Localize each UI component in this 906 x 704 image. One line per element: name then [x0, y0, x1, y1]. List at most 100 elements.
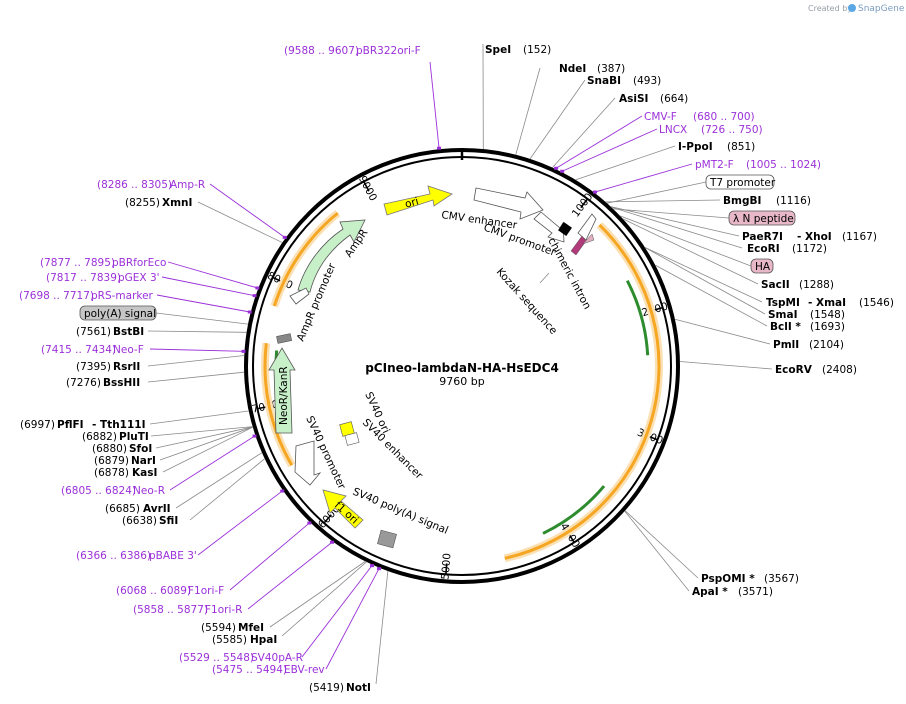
primer-pbrforeco-range: (7877 .. 7895)	[40, 257, 115, 269]
ori-arrow[interactable]	[383, 185, 453, 216]
site-leader	[655, 264, 768, 327]
site-noti-pos: (5419)	[309, 682, 344, 694]
chimeric-intron-label: chimeric intron	[545, 236, 593, 312]
ha-marker[interactable]	[582, 233, 595, 245]
primer-leader	[247, 541, 333, 610]
site-pspomi-name[interactable]: PspOMI *	[701, 573, 755, 585]
ruler-tick	[445, 563, 448, 575]
primer-pbr322ori-f-name[interactable]: pBR322ori-F	[356, 45, 421, 57]
primer-f1ori-r-name[interactable]: F1ori-R	[205, 604, 242, 616]
primer-sv40pa-r-name[interactable]: SV40pA-R	[251, 652, 303, 664]
primer-leader	[149, 348, 244, 352]
site-i-ppoi-name[interactable]: I-PpoI	[678, 141, 713, 153]
primer-pmt2-f-name[interactable]: pMT2-F	[695, 159, 734, 171]
primer-marker	[241, 349, 246, 353]
site-bmgbi-name[interactable]: BmgBI	[723, 195, 761, 207]
primer-ebv-rev-range: (5475 .. 5494)	[212, 664, 287, 676]
orange-arc-insert[interactable]	[504, 223, 661, 560]
site-tspmi-name[interactable]: TspMI	[766, 297, 800, 309]
ampr-polya-marker	[276, 333, 293, 344]
primer-leader	[594, 163, 693, 193]
primer-cmv-f-name[interactable]: CMV-F	[644, 111, 677, 123]
primer-pbrforeco-name[interactable]: pBRforEco	[112, 257, 166, 269]
orange-arc-amp[interactable]	[272, 211, 339, 307]
site-leader	[575, 145, 676, 181]
site-leader	[679, 361, 773, 370]
site-apai-name[interactable]: ApaI *	[692, 586, 728, 598]
site-ndei-name[interactable]: NdeI	[559, 63, 586, 75]
site-sfoi-name[interactable]: SfoI	[129, 443, 152, 455]
site-xmni-name[interactable]: XmnI	[162, 197, 192, 209]
site-mfei-name[interactable]: MfeI	[238, 622, 264, 634]
site-xmai-name[interactable]: - XmaI	[808, 297, 846, 309]
site-leader	[162, 426, 253, 473]
site-tth111i-name[interactable]: - Tth111I	[92, 419, 146, 431]
ampr-arrow[interactable]	[297, 219, 366, 293]
site-leader	[674, 318, 771, 345]
primer-amp-r-name[interactable]: Amp-R	[170, 179, 205, 191]
primer-marker	[280, 489, 285, 493]
primer-neo-r-name[interactable]: Neo-R	[133, 485, 165, 497]
sv40-enhancer-marker[interactable]	[344, 432, 360, 446]
site-pflfi-name[interactable]: PflFI	[57, 419, 84, 431]
site-ecorv-name[interactable]: EcoRV	[775, 364, 813, 376]
primer-f1ori-f-name[interactable]: F1ori-F	[188, 585, 224, 597]
site-leader	[624, 510, 690, 592]
sv40-enhancer-label: SV40 enhancer	[360, 417, 426, 483]
site-bsshii-name[interactable]: BssHII	[103, 377, 140, 389]
site-leader	[624, 510, 699, 579]
site-leader	[611, 206, 743, 249]
site-bcli-name[interactable]: BclI *	[770, 321, 801, 333]
site-pmli-name[interactable]: PmlI	[773, 339, 799, 351]
site-spei-name[interactable]: SpeI	[485, 44, 511, 56]
sv40-polya-marker[interactable]	[377, 529, 397, 549]
lambda-n-marker[interactable]	[570, 235, 587, 256]
primer-ebv-rev-name[interactable]: EBV-rev	[284, 664, 325, 676]
site-smai-name[interactable]: SmaI	[768, 309, 798, 321]
site-noti-name[interactable]: NotI	[346, 682, 371, 694]
green-arc-2[interactable]	[542, 485, 606, 535]
primer-marker	[554, 166, 559, 170]
kozak-marker	[558, 222, 572, 236]
site-nari-name[interactable]: NarI	[131, 455, 156, 467]
feature-box-leader	[155, 312, 249, 325]
ampr-promoter-arrow[interactable]	[289, 287, 310, 305]
f1-ori-arrow[interactable]	[322, 489, 364, 529]
neo-arrow[interactable]	[268, 347, 296, 434]
site-ecorv-pos: (2408)	[822, 364, 857, 376]
chimeric-intron-arrow[interactable]	[577, 213, 597, 241]
site-hpai-name[interactable]: HpaI	[250, 634, 277, 646]
lambda-n-box[interactable]	[728, 210, 796, 226]
feature-box-leader	[613, 208, 730, 219]
primer-leader	[555, 115, 643, 169]
site-avrii-name[interactable]: AvrII	[143, 503, 171, 515]
site-xhoi-name[interactable]: - XhoI	[797, 231, 832, 243]
polya-box[interactable]	[79, 305, 157, 321]
site-asisi-name[interactable]: AsiSI	[619, 93, 648, 105]
primer-pgex3-name[interactable]: pGEX 3'	[118, 272, 160, 284]
site-bstbi-name[interactable]: BstBI	[113, 326, 144, 338]
primer-prs-marker-name[interactable]: pRS-marker	[91, 290, 154, 302]
site-ecori-name[interactable]: EcoRI	[747, 243, 780, 255]
primer-neo-f-name[interactable]: Neo-F	[113, 344, 144, 356]
ha-box[interactable]	[750, 258, 774, 274]
orange-arc-neo[interactable]	[263, 343, 294, 466]
site-leader	[269, 561, 366, 628]
cmv-enhancer-arrow[interactable]	[473, 187, 544, 220]
site-xhoi-pos: (1167)	[842, 231, 877, 243]
primer-lncx-name[interactable]: LNCX	[659, 124, 687, 136]
green-arc-1[interactable]	[625, 280, 650, 356]
sv40-promoter-arrow[interactable]	[294, 440, 322, 486]
site-rsrii-name[interactable]: RsrII	[113, 361, 140, 373]
site-leader	[175, 452, 263, 509]
site-snabi-name[interactable]: SnaBI	[587, 75, 621, 87]
site-pluti-name[interactable]: PluTI	[119, 431, 149, 443]
site-paer7i-name[interactable]: PaeR7I	[742, 231, 783, 243]
site-kasi-name[interactable]: KasI	[132, 467, 157, 479]
t7-promoter-box[interactable]	[705, 174, 775, 190]
site-labels-right: SpeI (152) NdeI (387) SnaBI (493) AsiSI …	[485, 44, 894, 598]
primer-pbabe3-name[interactable]: pBABE 3'	[149, 550, 197, 562]
site-sacii-name[interactable]: SacII	[761, 279, 790, 291]
site-sfii-name[interactable]: SfiI	[159, 515, 178, 527]
cmv-promoter-arrow[interactable]	[533, 211, 565, 243]
